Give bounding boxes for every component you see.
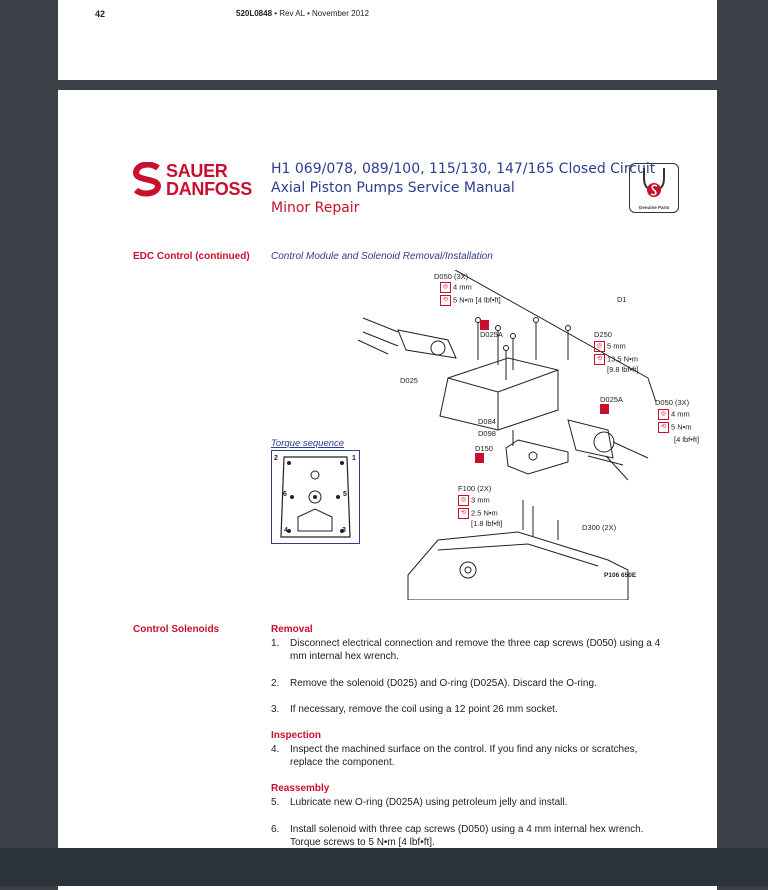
manual-title: H1 069/078, 089/100, 115/130, 147/165 Cl… [271, 160, 655, 219]
torque-num-4: 4 [284, 527, 288, 534]
section-label-edc: EDC Control (continued) [133, 251, 250, 262]
torque-num-5: 5 [343, 491, 347, 498]
torque-wrench-icon: ⟲ [658, 422, 669, 433]
title-line3: Minor Repair [271, 200, 360, 216]
doc-rev-date: • Rev AL • November 2012 [272, 9, 369, 18]
callout-d050-right-size: ◎4 mm [658, 409, 690, 420]
torque-num-3: 3 [342, 527, 346, 534]
callout-d025a-top: D025A [480, 320, 503, 339]
removal-heading: Removal [271, 624, 313, 635]
figure-title: Control Module and Solenoid Removal/Inst… [271, 251, 493, 262]
logo-line2: DANFOSS [166, 179, 252, 199]
callout-f100-size: ◎3 mm [458, 495, 490, 506]
callout-d250-torque: ⟲13.5 N•m [594, 354, 638, 365]
callout-d1: D1 [617, 295, 627, 304]
wrench-icon [643, 168, 665, 197]
callout-d250-size: ◎5 mm [594, 341, 626, 352]
title-line1: H1 069/078, 089/100, 115/130, 147/165 Cl… [271, 161, 656, 177]
gasket-icon [475, 453, 484, 464]
callout-d025: D025 [400, 376, 418, 385]
badge-text: Genuine Parts [638, 205, 670, 210]
callout-d084: D084 [478, 417, 496, 426]
callout-d050-top: D050 (3X) [434, 272, 469, 281]
callout-d300: D300 (2X) [582, 523, 617, 532]
callout-d025a-right: D025A [600, 395, 623, 415]
doc-number: 520L0848 [236, 9, 273, 18]
torque-wrench-icon: ⟲ [440, 295, 451, 306]
page-number: 42 [95, 9, 106, 19]
sauer-danfoss-logo: SAUER DANFOSS [132, 161, 264, 202]
callout-f100-torque: ⟲2.5 N•m [458, 508, 498, 519]
hex-wrench-icon: ◎ [594, 341, 605, 352]
diagram-lines [357, 265, 657, 601]
hex-wrench-icon: ◎ [658, 409, 669, 420]
hex-wrench-icon: ◎ [458, 495, 469, 506]
logo-line1: SAUER [166, 161, 228, 181]
step-item: 3.If necessary, remove the coil using a … [271, 704, 558, 715]
doc-revision: 520L0848 • Rev AL • November 2012 [236, 9, 369, 18]
previous-page: 42 520L0848 • Rev AL • November 2012 [58, 0, 717, 80]
callout-d250-torque2: [9.8 lbf•ft] [607, 365, 639, 374]
torque-wrench-icon: ⟲ [594, 354, 605, 365]
inspection-heading: Inspection [271, 730, 322, 741]
logo-text: SAUER DANFOSS [166, 162, 252, 198]
torque-plate-drawing [280, 456, 351, 538]
o-ring-icon [480, 320, 489, 331]
o-ring-icon [600, 404, 609, 415]
reassembly-heading: Reassembly [271, 783, 330, 794]
callout-d250: D250 [594, 330, 612, 339]
torque-num-2: 2 [274, 455, 278, 462]
torque-num-1: 1 [352, 455, 356, 462]
callout-d050-top-torque: ⟲5 N•m [4 lbf•ft] [440, 295, 501, 306]
step-item: 6.Install solenoid with three cap screws… [271, 824, 644, 848]
title-line2: Axial Piston Pumps Service Manual [271, 180, 515, 196]
callout-f100: F100 (2X) [458, 484, 492, 493]
step-item: 2.Remove the solenoid (D025) and O-ring … [271, 678, 597, 689]
callout-d050-right-torque2: [4 lbf•ft] [674, 435, 700, 444]
torque-num-6: 6 [283, 491, 287, 498]
torque-wrench-icon: ⟲ [458, 508, 469, 519]
step-item: 5.Lubricate new O-ring (D025A) using pet… [271, 797, 568, 808]
callout-f100-torque2: [1.8 lbf•ft] [471, 519, 503, 528]
logo-s-icon [132, 161, 162, 197]
callout-d050-right-torque: ⟲5 N•m [658, 422, 692, 433]
step-item: 1.Disconnect electrical connection and r… [271, 638, 661, 662]
exploded-diagram: D050 (3X) ◎4 mm ⟲5 N•m [4 lbf•ft] D1 D02… [328, 265, 718, 601]
genuine-parts-badge: Genuine Parts [629, 163, 679, 213]
callout-d050-top-size: ◎4 mm [440, 282, 472, 293]
callout-d098: D098 [478, 429, 496, 438]
manual-page: SAUER DANFOSS H1 069/078, 089/100, 115/1… [58, 90, 717, 890]
figure-code: P106 650E [604, 572, 637, 579]
callout-d150: D150 [475, 444, 493, 464]
hex-wrench-icon: ◎ [440, 282, 451, 293]
callout-d050-right: D050 (3X) [655, 398, 690, 407]
step-item: 4.Inspect the machined surface on the co… [271, 744, 638, 768]
torque-sequence-title: Torque sequence [271, 438, 345, 449]
section-label-solenoids: Control Solenoids [133, 624, 220, 635]
viewer-bottom-bar [0, 848, 768, 886]
torque-sequence-box: 1 2 3 4 5 6 [271, 450, 360, 544]
